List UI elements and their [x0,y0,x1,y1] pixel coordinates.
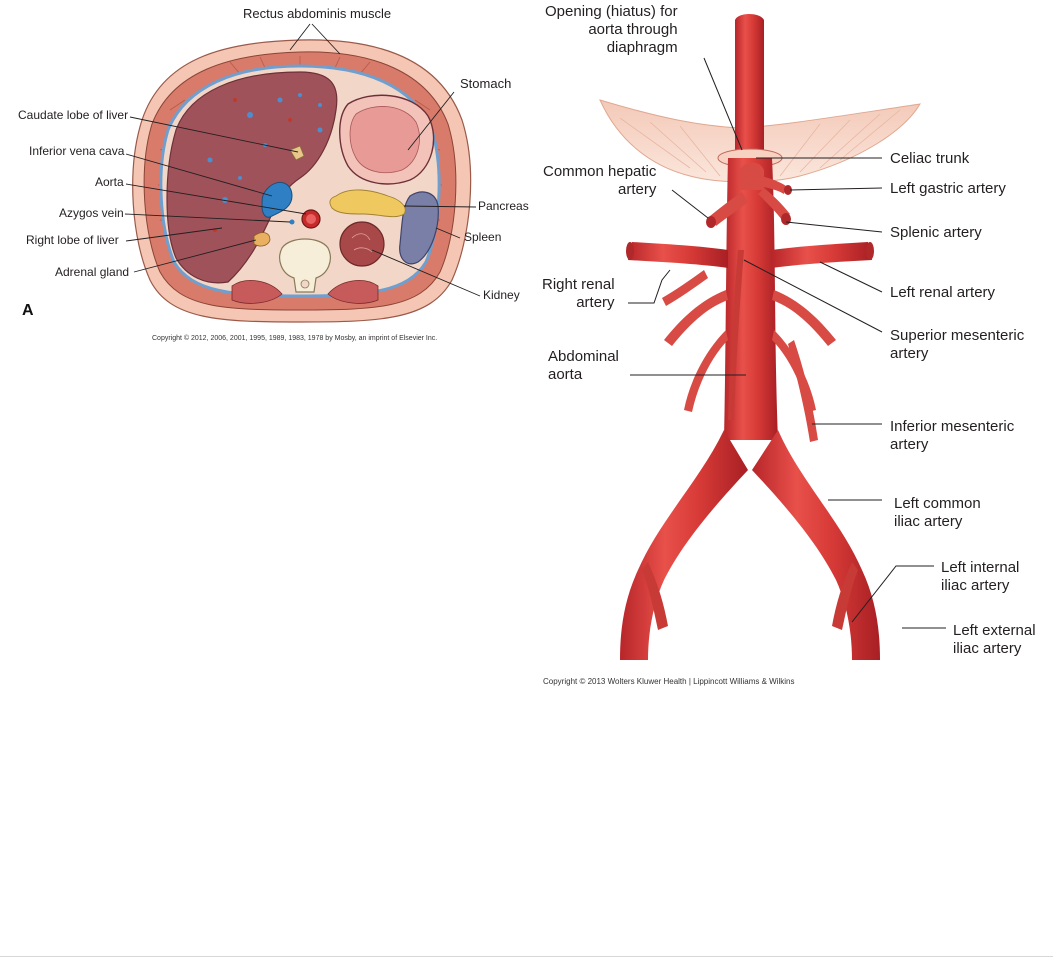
back-muscles [231,280,379,304]
panel-letter-a: A [22,302,34,319]
right-renal-artery [628,242,728,268]
label-right-lobe-liver: Right lobe of liver [26,233,119,247]
label-right-renal-artery: Right renal artery [542,276,615,311]
label-common-hepatic-artery: Common hepatic artery [543,163,657,198]
bottom-divider [0,956,1053,957]
superior-mesenteric-artery [728,250,744,420]
thoracic-aorta [735,14,764,150]
copyright-right: Copyright © 2013 Wolters Kluwer Health |… [543,677,795,686]
left-gastric-artery [760,176,786,194]
kidney [339,221,385,267]
label-aortic-hiatus: Opening (hiatus) for aorta through diaph… [545,3,678,56]
label-azygos-vein: Azygos vein [59,206,124,220]
label-left-common-iliac-artery: Left common iliac artery [894,495,981,530]
label-splenic-artery: Splenic artery [890,224,982,241]
label-left-renal-artery: Left renal artery [890,284,996,301]
left-internal-iliac [832,562,858,630]
abdominal-aorta [724,158,778,440]
label-rectus-abdominis: Rectus abdominis muscle [243,6,392,21]
label-inferior-mesenteric-artery: Inferior mesenteric artery [890,418,1015,453]
label-left-internal-iliac-artery: Left internal iliac artery [941,559,1020,594]
left-leader-lines [124,23,481,297]
left-common-iliac [752,430,880,660]
label-left-gastric-artery: Left gastric artery [890,180,1006,197]
label-kidney: Kidney [483,288,520,302]
label-inferior-vena-cava: Inferior vena cava [29,144,125,158]
spleen [399,191,439,265]
label-caudate-lobe: Caudate lobe of liver [18,108,129,122]
label-aorta: Aorta [95,175,124,189]
label-abdominal-aorta: Abdominal aorta [548,348,619,383]
label-pancreas: Pancreas [478,199,529,213]
label-adrenal-gland: Adrenal gland [55,265,130,279]
abdominal-aorta-illustration [599,14,946,660]
copyright-left: Copyright © 2012, 2006, 2001, 1995, 1989… [152,335,438,342]
left-renal-artery [772,242,872,268]
celiac-trunk [740,162,764,190]
splenic-artery [758,188,790,220]
right-common-iliac [620,430,748,660]
label-superior-mesenteric-artery: Superior mesenteric artery [890,327,1025,362]
label-spleen: Spleen [464,230,502,244]
label-left-external-iliac-artery: Left external iliac artery [953,622,1036,657]
common-hepatic-artery [710,192,748,226]
right-leader-lines [628,57,946,629]
label-celiac-trunk: Celiac trunk [890,150,970,167]
cross-section-illustration [124,23,481,323]
pancreas [329,189,406,218]
label-stomach: Stomach [460,76,512,91]
vertebra [279,238,331,293]
inferior-vena-cava [261,181,293,218]
small-branches [662,270,836,442]
